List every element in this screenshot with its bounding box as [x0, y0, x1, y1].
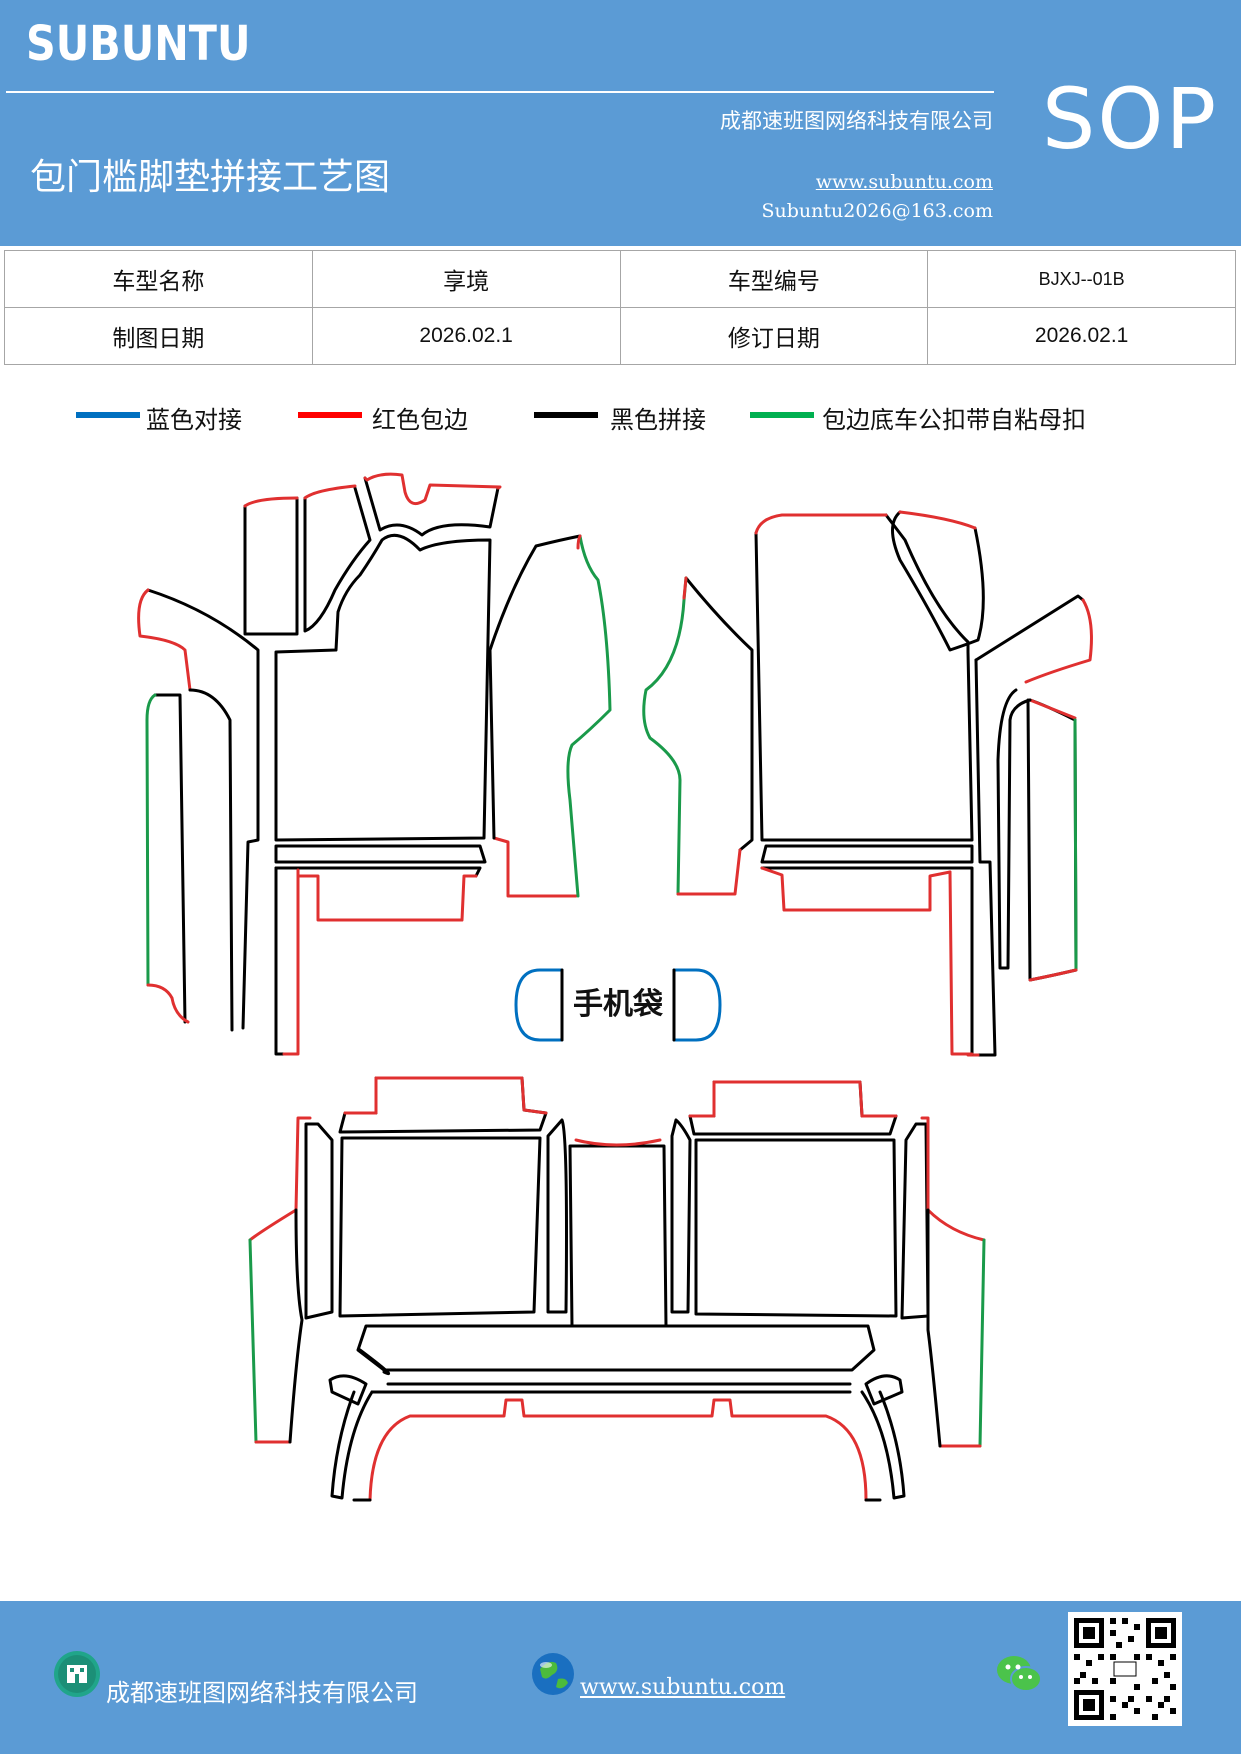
mat-piece-rear-right-top [688, 1080, 898, 1136]
mat-piece-rear-right-outer [920, 1116, 986, 1448]
mat-piece-rear-front-bar [356, 1324, 876, 1376]
brand-logo: SUBUNTU [26, 16, 251, 72]
mat-piece-front-right-pillar [996, 688, 1032, 970]
wechat-icon [996, 1653, 1042, 1695]
footer-website-link[interactable]: www.subuntu.com [580, 1675, 786, 1700]
building-icon [54, 1651, 100, 1697]
floor-mat-diagram: 手机袋 [137, 472, 1093, 1502]
sop-badge: SOP [1042, 70, 1219, 168]
page-title: 包门槛脚垫拼接工艺图 [30, 157, 391, 198]
model-name-value: 享境 [311, 250, 621, 308]
legend-label: 黑色拼接 [610, 406, 706, 434]
mat-piece-front-right-sill [1026, 698, 1078, 982]
header-email[interactable]: Subuntu2026@163.com [761, 200, 993, 222]
mat-piece-front-left-top-c [363, 472, 502, 537]
legend-label: 蓝色对接 [146, 406, 242, 434]
mat-piece-front-right-top [891, 510, 985, 652]
legend-swatch-blue [76, 412, 140, 418]
mat-piece-front-right-main [754, 513, 974, 842]
mat-piece-rear-left-seat [338, 1136, 542, 1318]
model-code-label: 车型编号 [619, 250, 929, 308]
mat-piece-rear-right-pillar [900, 1122, 930, 1320]
legend-swatch-green [750, 412, 814, 418]
mat-piece-rear-bottom [328, 1374, 906, 1502]
header-website-link[interactable]: www.subuntu.com [815, 171, 993, 193]
mat-piece-rear-right-seat [694, 1138, 898, 1318]
mat-piece-front-left-side [137, 588, 260, 1032]
mat-piece-front-left-bar [274, 844, 487, 1056]
table-row: 车型名称 享境 车型编号 BJXJ--01B [4, 250, 1236, 308]
mat-piece-rear-left-pillar [304, 1122, 334, 1320]
mat-piece-rear-center-right-post [670, 1118, 692, 1314]
header-company: 成都速班图网络科技有限公司 [720, 109, 993, 133]
phone-bag-right [672, 968, 722, 1042]
phone-bag-left [514, 968, 564, 1042]
draw-date-value: 2026.02.1 [311, 307, 621, 365]
phone-bag-label: 手机袋 [573, 987, 663, 1022]
mat-piece-rear-left-top [338, 1076, 548, 1134]
mat-piece-front-left-top-a [243, 496, 299, 636]
footer-banner: 成都速班图网络科技有限公司 www.subuntu.com [0, 1601, 1241, 1754]
revise-date-value: 2026.02.1 [927, 307, 1236, 365]
legend-label: 包边底车公扣带自粘母扣 [822, 406, 1086, 434]
draw-date-label: 制图日期 [4, 307, 313, 365]
legend-swatch-black [534, 412, 598, 418]
legend-swatch-red [298, 412, 362, 418]
mat-piece-front-left-tunnel [488, 534, 612, 898]
mat-piece-front-right-bar [760, 844, 974, 1056]
mat-piece-rear-center [568, 1138, 668, 1328]
mat-piece-rear-left-outer [248, 1116, 312, 1444]
globe-icon [530, 1651, 576, 1697]
footer-company: 成都速班图网络科技有限公司 [106, 1679, 418, 1707]
mat-piece-front-right-tunnel [642, 576, 754, 896]
qr-code [1068, 1612, 1182, 1726]
model-code-value: BJXJ--01B [927, 250, 1236, 308]
table-row: 制图日期 2026.02.1 修订日期 2026.02.1 [4, 307, 1236, 365]
mat-piece-front-left-sill [145, 693, 190, 1024]
mat-piece-rear-center-left-post [546, 1118, 568, 1314]
model-name-label: 车型名称 [4, 250, 313, 308]
header-banner: SUBUNTU 成都速班图网络科技有限公司 包门槛脚垫拼接工艺图 www.sub… [0, 0, 1241, 246]
revise-date-label: 修订日期 [619, 307, 929, 365]
info-table: 车型名称 享境 车型编号 BJXJ--01B 制图日期 2026.02.1 修订… [4, 250, 1236, 365]
mat-piece-front-left-top-b [303, 484, 372, 633]
mat-piece-front-left-main [274, 533, 492, 842]
header-divider [6, 91, 994, 93]
legend-label: 红色包边 [372, 406, 468, 434]
